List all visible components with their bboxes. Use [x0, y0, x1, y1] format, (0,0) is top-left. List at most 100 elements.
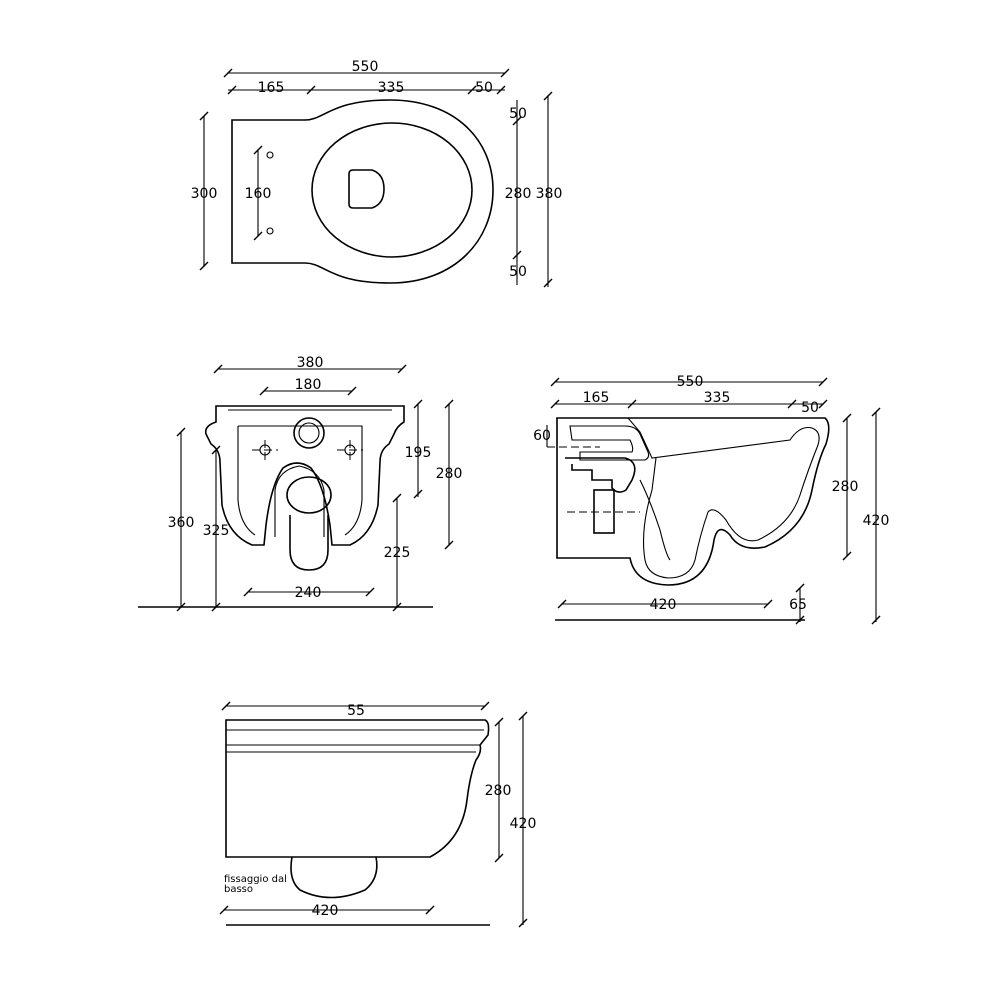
dim-tick — [253, 231, 263, 241]
rear-view-outline — [204, 405, 405, 546]
dim-tick — [199, 261, 209, 271]
dim-label-top-bowl-width: 280 — [505, 186, 532, 202]
dim-tick — [223, 68, 233, 78]
dim-tick — [480, 701, 490, 711]
dim-tick — [500, 68, 510, 78]
dim-tick — [397, 364, 407, 374]
dim-tick — [496, 85, 506, 95]
side-view-outline — [225, 719, 490, 858]
dim-label-section-base: 65 — [789, 597, 807, 613]
dim-label-section-total-height: 420 — [863, 513, 890, 529]
dim-label-top-bowl: 335 — [378, 80, 405, 96]
top-view: 550 165 335 50 300 160 50 280 50 380 — [191, 59, 563, 288]
dim-tick — [176, 427, 186, 437]
dim-tick — [365, 587, 375, 597]
dim-label-top-total-width: 380 — [536, 186, 563, 202]
dim-tick — [818, 377, 828, 387]
dim-label-side-length: 55 — [347, 703, 365, 719]
dim-label-side-body-height: 280 — [485, 783, 512, 799]
side-view: fissaggio dal basso 55 280 420 420 — [219, 701, 537, 928]
dim-tick — [842, 413, 852, 423]
dim-tick — [213, 364, 223, 374]
section-view: 550 165 335 50 60 280 420 420 65 — [533, 374, 890, 625]
side-view-note-line2: basso — [224, 884, 253, 895]
side-view-note-line1: fissaggio dal — [224, 874, 287, 885]
dim-tick — [199, 111, 209, 121]
rear-view-inner-outline — [228, 409, 392, 536]
dim-label-top-length: 550 — [352, 59, 379, 75]
dim-tick — [518, 918, 528, 928]
dim-label-top-rim-top: 50 — [509, 106, 527, 122]
section-view-outline — [556, 417, 830, 586]
dim-label-section-length: 550 — [677, 374, 704, 390]
dim-tick — [392, 493, 402, 503]
top-view-outline — [231, 99, 494, 284]
dim-label-rear-fixing-depth: 195 — [405, 445, 432, 461]
rear-view-inlet-outer — [293, 417, 325, 449]
dim-label-section-depth: 420 — [650, 597, 677, 613]
dim-tick — [253, 145, 263, 155]
section-view-trap-inner — [639, 479, 671, 561]
section-view-bowl-surface — [627, 417, 820, 579]
dim-label-rear-body-height: 280 — [436, 466, 463, 482]
dim-tick — [413, 489, 423, 499]
dim-tick — [512, 116, 522, 126]
dim-label-section-body-height: 280 — [832, 479, 859, 495]
top-view-drain-hole — [348, 169, 385, 209]
dim-tick — [795, 615, 805, 625]
dim-tick — [818, 399, 828, 409]
rear-view-outlet-mouth — [286, 476, 332, 514]
dim-label-top-rear: 165 — [258, 80, 285, 96]
dim-tick — [413, 399, 423, 409]
dim-tick — [871, 615, 881, 625]
dim-tick — [259, 386, 269, 396]
dim-tick — [795, 583, 805, 593]
dim-tick — [842, 551, 852, 561]
dim-label-top-rear-width: 300 — [191, 186, 218, 202]
dim-tick — [211, 602, 221, 612]
dim-tick — [306, 85, 316, 95]
dim-tick — [444, 540, 454, 550]
dim-tick — [227, 85, 237, 95]
dim-label-section-rear: 165 — [583, 390, 610, 406]
dim-label-top-front: 50 — [475, 80, 493, 96]
dim-tick — [467, 85, 477, 95]
dim-tick — [518, 711, 528, 721]
dim-tick — [243, 587, 253, 597]
dim-tick — [543, 91, 553, 101]
dim-label-rear-width: 380 — [297, 355, 324, 371]
rear-view: 380 180 360 325 195 280 225 — [138, 355, 463, 612]
dim-tick — [550, 377, 560, 387]
dim-label-top-rim-bottom: 50 — [509, 264, 527, 280]
dim-tick — [392, 602, 402, 612]
dim-tick — [211, 445, 221, 455]
dim-tick — [219, 905, 229, 915]
dim-tick — [494, 853, 504, 863]
dim-label-section-inlet: 60 — [533, 428, 551, 444]
section-view-flush-inlet — [565, 457, 636, 493]
dim-tick — [221, 701, 231, 711]
side-view-outlet — [290, 856, 378, 899]
dim-tick — [787, 399, 797, 409]
dim-tick — [550, 399, 560, 409]
dim-tick — [176, 602, 186, 612]
dim-tick — [512, 250, 522, 260]
dim-tick — [543, 278, 553, 288]
dim-tick — [347, 386, 357, 396]
dim-label-rear-fixing: 180 — [295, 377, 322, 393]
top-view-bowl — [311, 122, 473, 258]
dim-tick — [763, 599, 773, 609]
dim-tick — [557, 599, 567, 609]
dim-label-rear-height-total: 360 — [168, 515, 195, 531]
dim-label-rear-outlet-width: 240 — [295, 585, 322, 601]
dim-label-top-fixing: 160 — [245, 186, 272, 202]
dim-tick — [871, 407, 881, 417]
dim-label-rear-outlet-height: 225 — [384, 545, 411, 561]
dim-tick — [444, 399, 454, 409]
rear-view-inner-channel — [274, 465, 325, 537]
dim-label-section-bowl: 335 — [704, 390, 731, 406]
dim-tick — [425, 905, 435, 915]
dim-tick — [627, 399, 637, 409]
dim-label-side-total-height: 420 — [510, 816, 537, 832]
